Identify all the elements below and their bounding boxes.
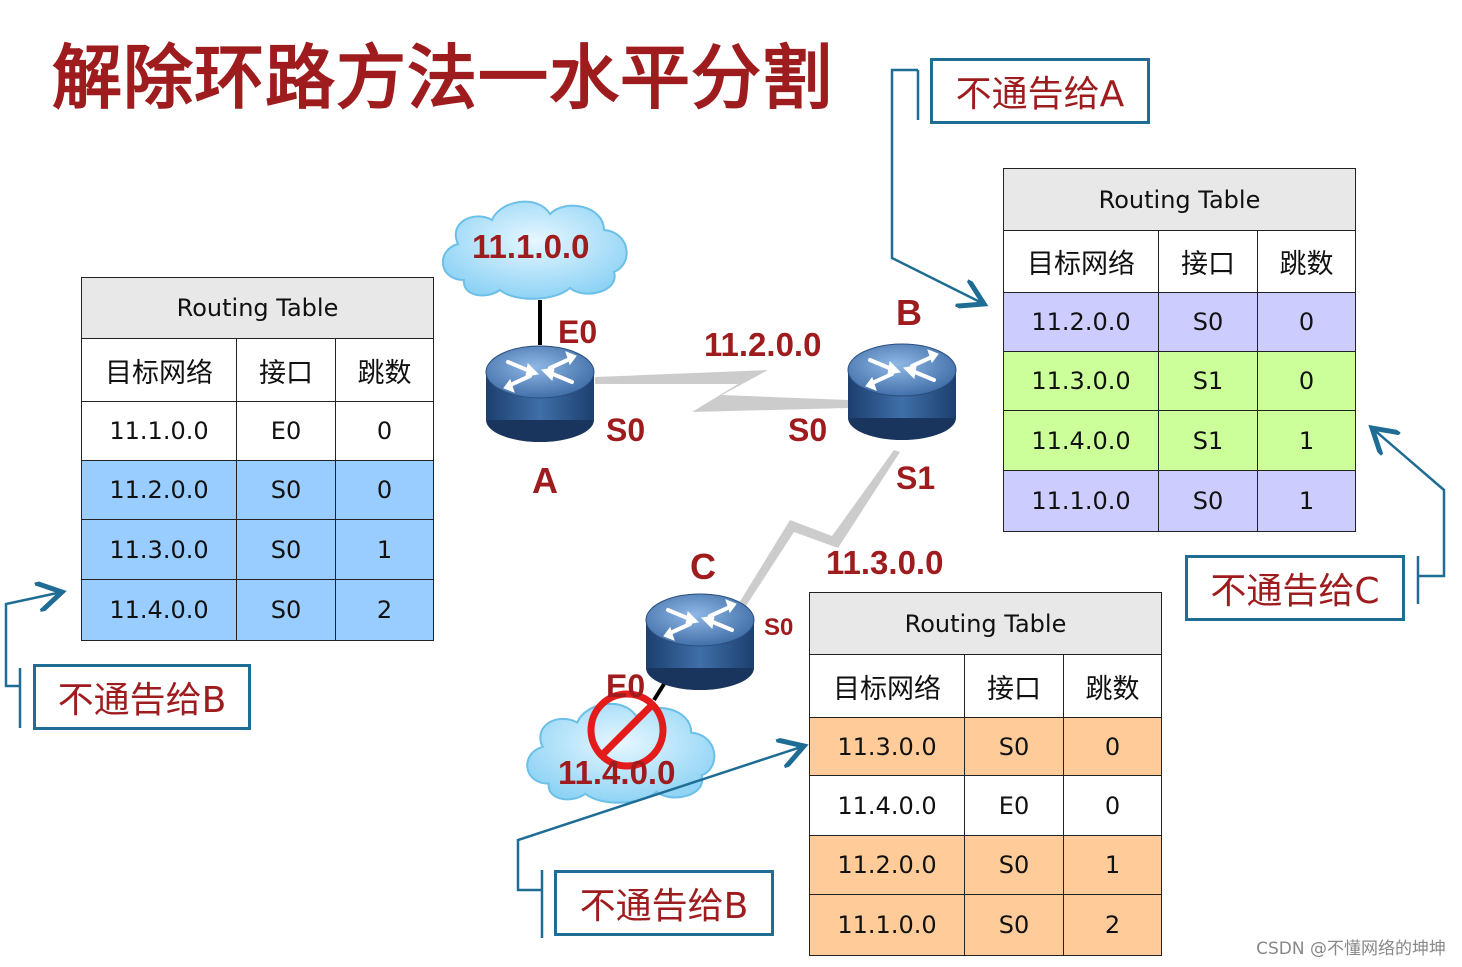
table-cell: 0 [334, 460, 435, 520]
prohibited-icon [587, 690, 667, 770]
table-cell: 0 [1256, 292, 1357, 352]
table-cell: E0 [964, 775, 1064, 836]
column-header: 目标网络 [1003, 230, 1159, 293]
table-row: 11.4.0.0 E0 0 [809, 775, 1163, 836]
ab-serial-link [595, 370, 848, 412]
table-cell: 1 [1256, 410, 1357, 471]
table-row: 11.3.0.0 S1 0 [1003, 351, 1357, 411]
table-title: Routing Table [80, 277, 435, 339]
table-cell: 11.2.0.0 [1003, 292, 1159, 352]
table-cell: 0 [1062, 775, 1163, 836]
c-e0-label: E0 [606, 668, 646, 704]
table-cell: 11.1.0.0 [81, 401, 237, 461]
table-title: Routing Table [808, 592, 1163, 655]
table-cell: 2 [1062, 894, 1163, 956]
table-row: 11.1.0.0 E0 0 [81, 401, 435, 461]
column-header: 跳数 [1256, 230, 1357, 293]
note-no-advertise-b-bottom: 不通告给B [554, 870, 774, 936]
bc-network-label: 11.3.0.0 [826, 544, 944, 581]
table-row: 11.1.0.0 S0 1 [1003, 470, 1357, 532]
a-e0-label: E0 [558, 314, 598, 350]
table-row: 11.2.0.0 S0 1 [809, 835, 1163, 895]
ab-network-label: 11.2.0.0 [704, 326, 822, 363]
table-row: 11.2.0.0 S0 0 [1003, 292, 1357, 352]
table-cell: S0 [236, 579, 336, 641]
a-s0-label: S0 [606, 412, 646, 448]
column-header: 目标网络 [809, 654, 965, 718]
b-s0-label: S0 [788, 412, 828, 448]
table-row: 11.2.0.0 S0 0 [81, 460, 435, 520]
table-cell: S0 [236, 460, 336, 520]
table-cell: S0 [964, 835, 1064, 895]
bracket-arrow [890, 68, 984, 304]
table-cell: S0 [964, 894, 1064, 956]
table-cell: 11.2.0.0 [809, 835, 965, 895]
note-no-advertise-a: 不通告给A [930, 58, 1150, 124]
table-cell: 11.2.0.0 [81, 460, 237, 520]
table-row: 11.1.0.0 S0 2 [809, 894, 1163, 956]
table-cell: E0 [236, 401, 336, 461]
router-label-c: C [690, 546, 716, 587]
table-cell: S1 [1158, 410, 1258, 471]
table-cell: 11.3.0.0 [1003, 351, 1159, 411]
table-cell: 0 [1256, 351, 1357, 411]
table-cell: 1 [1256, 470, 1357, 532]
note-no-advertise-c: 不通告给C [1185, 555, 1405, 621]
table-cell: 11.4.0.0 [809, 775, 965, 836]
routing-table-c: Routing Table 目标网络 接口 跳数 11.3.0.0 S0 0 1… [808, 592, 1163, 956]
column-header: 跳数 [334, 338, 435, 402]
note-no-advertise-b-left: 不通告给B [33, 664, 251, 730]
page-title: 解除环路方法一水平分割 [52, 37, 833, 119]
table-cell: 1 [1062, 835, 1163, 895]
cloud-label-net1: 11.1.0.0 [472, 228, 590, 265]
router-icon [846, 342, 958, 442]
table-cell: 11.1.0.0 [809, 894, 965, 956]
column-header: 接口 [236, 338, 336, 402]
bracket-arrow [516, 746, 804, 892]
routing-table-b: Routing Table 目标网络 接口 跳数 11.2.0.0 S0 0 1… [1002, 168, 1357, 532]
table-cell: S1 [1158, 351, 1258, 411]
c-e0-link [652, 682, 666, 702]
router-icon [644, 592, 756, 692]
table-cell: 11.4.0.0 [81, 579, 237, 641]
table-row: 11.3.0.0 S0 1 [81, 519, 435, 580]
table-cell: 11.3.0.0 [809, 717, 965, 776]
column-header: 接口 [964, 654, 1064, 718]
table-row: 11.4.0.0 S1 1 [1003, 410, 1357, 471]
table-cell: S0 [236, 519, 336, 580]
router-label-a: A [532, 460, 558, 501]
router-label-b: B [896, 292, 922, 333]
table-cell: 2 [334, 579, 435, 641]
table-row: 11.3.0.0 S0 0 [809, 717, 1163, 776]
bracket-arrow [4, 592, 62, 688]
routing-table-a: Routing Table 目标网络 接口 跳数 11.1.0.0 E0 0 1… [80, 277, 435, 641]
b-s1-label: S1 [896, 460, 936, 496]
table-cell: 11.3.0.0 [81, 519, 237, 580]
table-cell: S0 [1158, 470, 1258, 532]
router-icon [484, 344, 596, 444]
column-header: 接口 [1158, 230, 1258, 293]
table-cell: 1 [334, 519, 435, 580]
table-title: Routing Table [1002, 168, 1357, 231]
c-s0-label: S0 [764, 614, 794, 641]
watermark: CSDN @不懂网络的坤坤 [1256, 939, 1446, 959]
table-cell: 0 [1062, 717, 1163, 776]
column-header: 跳数 [1062, 654, 1163, 718]
table-row: 11.4.0.0 S0 2 [81, 579, 435, 641]
table-cell: 11.1.0.0 [1003, 470, 1159, 532]
bc-serial-link [736, 450, 900, 612]
cloud-label-net4: 11.4.0.0 [558, 754, 676, 791]
column-header: 目标网络 [81, 338, 237, 402]
table-cell: S0 [1158, 292, 1258, 352]
table-cell: 0 [334, 401, 435, 461]
bracket-arrow [1372, 428, 1446, 578]
table-cell: S0 [964, 717, 1064, 776]
table-cell: 11.4.0.0 [1003, 410, 1159, 471]
